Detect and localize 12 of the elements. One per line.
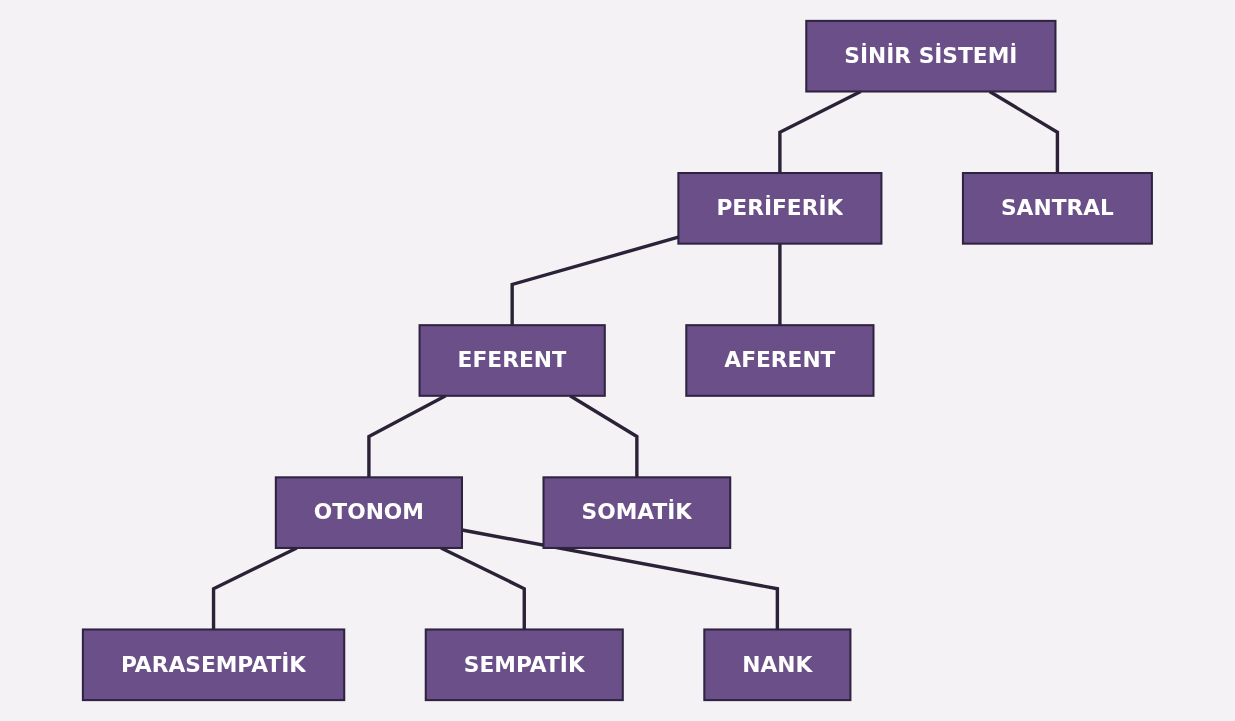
node-box: NANK [703,628,852,702]
node-box: AFERENT [685,324,875,397]
node-box: PERİFERİK [677,172,883,245]
connector [778,243,782,326]
node-box: SİNİR SİSTEMİ [805,19,1057,93]
node-box: SANTRAL [962,172,1154,245]
node-box: PARASEMPATİK [81,628,346,702]
node-box: SEMPATİK [424,628,624,702]
node-box: OTONOM [274,476,464,549]
node-box: EFERENT [418,324,606,397]
node-box: SOMATİK [542,476,732,549]
connector [510,235,679,326]
